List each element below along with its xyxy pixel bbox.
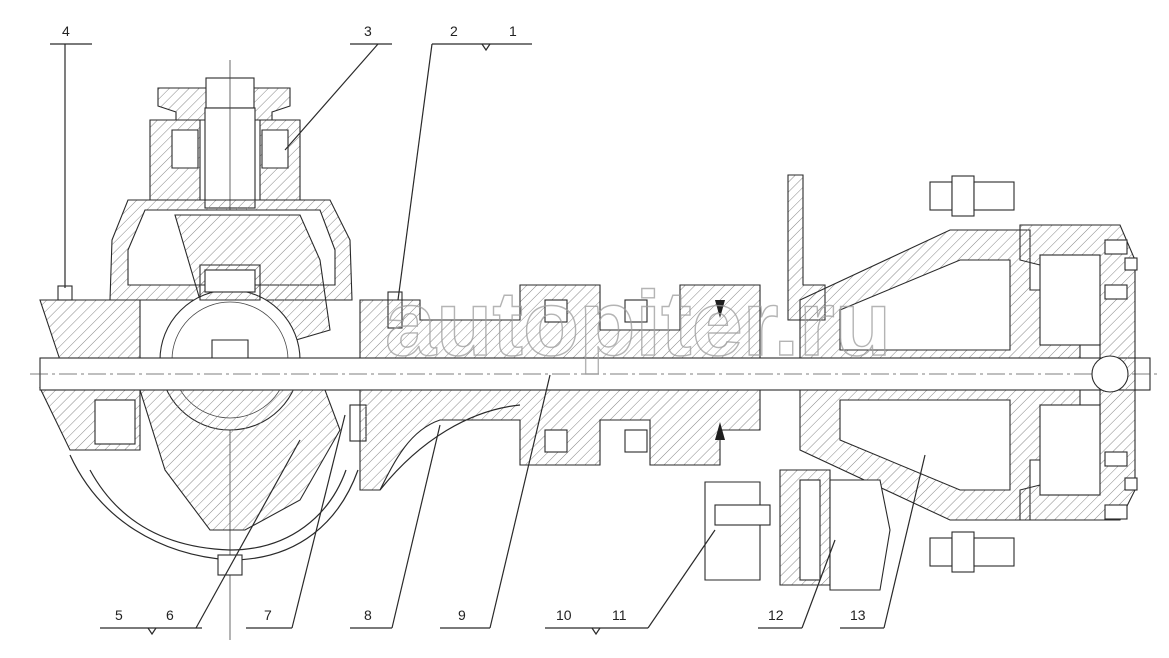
axle-tube xyxy=(359,284,761,491)
differential-housing xyxy=(39,60,403,640)
callout-11: 11 xyxy=(612,607,627,623)
axle-shaft xyxy=(30,357,1160,391)
callout-10: 10 xyxy=(556,607,572,623)
callout-6: 6 xyxy=(166,607,174,623)
callout-13: 13 xyxy=(850,607,866,623)
callout-3: 3 xyxy=(364,23,372,39)
callout-7: 7 xyxy=(264,607,272,623)
callout-4: 4 xyxy=(62,23,70,39)
callout-1: 1 xyxy=(509,23,517,39)
callout-2: 2 xyxy=(450,23,458,39)
callout-labels: 4 3 2 1 5 6 7 8 9 10 11 12 13 xyxy=(62,23,866,623)
callout-12: 12 xyxy=(768,607,784,623)
callout-5: 5 xyxy=(115,607,123,623)
leader-lines xyxy=(50,43,926,636)
callout-9: 9 xyxy=(458,607,466,623)
wheel-hub xyxy=(704,174,1138,591)
callout-8: 8 xyxy=(364,607,372,623)
watermark: autopiter.ru xyxy=(385,273,891,375)
